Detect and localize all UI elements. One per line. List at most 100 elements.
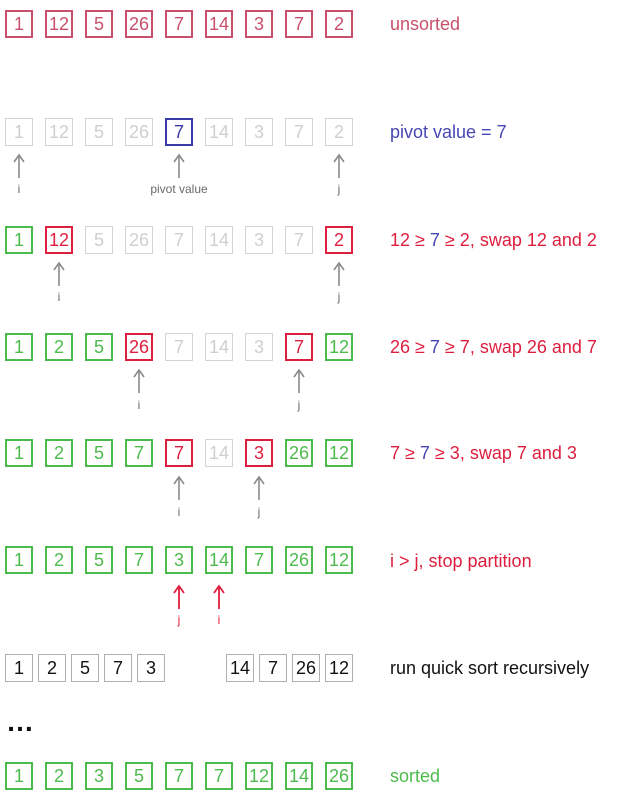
array-cell: 26 <box>285 439 313 467</box>
array-cell: 1 <box>5 226 33 254</box>
pointer-label-j: j <box>177 613 181 627</box>
array-cell: 5 <box>85 333 113 361</box>
arrow-up-icon <box>333 261 345 286</box>
array-cell: 26 <box>125 226 153 254</box>
array-cell: 7 <box>205 762 233 790</box>
pointer-label-j: j <box>297 398 301 412</box>
pointer-label-pivot: pivot value <box>150 182 208 196</box>
array-cell: 5 <box>85 118 113 146</box>
array-cell: 1 <box>5 10 33 38</box>
caption-part: 26 ≥ <box>390 337 430 357</box>
caption-part: 12 ≥ <box>390 230 430 250</box>
array-cell: 26 <box>292 654 320 682</box>
array-cell: 5 <box>71 654 99 682</box>
array-cell: 14 <box>285 762 313 790</box>
array-cell: 12 <box>325 546 353 574</box>
caption-part: ≥ 3, swap 7 and 3 <box>429 443 577 463</box>
row-caption-step-2: 26 ≥ 7 ≥ 7, swap 26 and 7 <box>390 337 597 358</box>
swap-cell: 3 <box>245 439 273 467</box>
arrow-up-icon <box>133 368 145 393</box>
row-caption-pivot: pivot value = 7 <box>390 122 507 142</box>
array-cell: 12 <box>325 654 353 682</box>
caption-part: ≥ 7, swap 26 and 7 <box>439 337 597 357</box>
array-cell: 7 <box>285 10 313 38</box>
array-cell: 5 <box>85 10 113 38</box>
arrow-up-icon <box>333 153 345 178</box>
pointer-label-j: j <box>257 505 261 519</box>
array-cell: 1 <box>5 762 33 790</box>
array-cell: 14 <box>205 118 233 146</box>
array-cell: 12 <box>325 333 353 361</box>
arrow-up-icon <box>173 475 185 500</box>
array-cell: 2 <box>45 333 73 361</box>
ellipsis: … <box>6 706 36 737</box>
array-cell: 14 <box>205 546 233 574</box>
array-cell: 2 <box>38 654 66 682</box>
array-cell: 3 <box>165 546 193 574</box>
array-cell: 12 <box>245 762 273 790</box>
arrow-up-icon <box>293 368 305 393</box>
array-cell: 1 <box>5 333 33 361</box>
array-cell: 7 <box>125 546 153 574</box>
array-cell: 3 <box>245 226 273 254</box>
array-cell: 3 <box>245 333 273 361</box>
row-caption-step-3: 7 ≥ 7 ≥ 3, swap 7 and 3 <box>390 443 577 464</box>
pointer-label-j: j <box>337 182 341 196</box>
array-cell: 2 <box>45 439 73 467</box>
array-cell: 1 <box>5 546 33 574</box>
array-cell: 7 <box>165 762 193 790</box>
array-cell: 26 <box>125 10 153 38</box>
array-cell: 3 <box>245 10 273 38</box>
caption-pivot: 7 <box>429 230 440 250</box>
array-cell: 7 <box>285 118 313 146</box>
arrow-up-icon <box>13 153 25 178</box>
array-cell: 7 <box>165 10 193 38</box>
swap-cell: 12 <box>45 226 73 254</box>
array-cell: 14 <box>205 439 233 467</box>
array-cell: 26 <box>325 762 353 790</box>
array-cell: 12 <box>45 10 73 38</box>
row-caption-unsorted: unsorted <box>390 14 461 34</box>
array-cell: 12 <box>325 439 353 467</box>
array-cell: 7 <box>125 439 153 467</box>
array-cell: 2 <box>45 762 73 790</box>
pointer-label-i: i <box>137 398 141 412</box>
pivot-cell: 7 <box>165 118 193 146</box>
array-cell: 5 <box>85 226 113 254</box>
pointer-label-i: i <box>17 182 21 196</box>
array-cell: 5 <box>85 546 113 574</box>
row-caption-step-4: i > j, stop partition <box>390 551 532 571</box>
caption-part: 7 ≥ <box>390 443 420 463</box>
arrow-up-icon <box>173 153 185 178</box>
row-caption-sorted: sorted <box>390 766 441 786</box>
array-cell: 5 <box>85 439 113 467</box>
array-cell: 7 <box>165 226 193 254</box>
array-cell: 26 <box>285 546 313 574</box>
array-cell: 2 <box>325 118 353 146</box>
pointer-label-j: j <box>337 290 341 304</box>
arrow-up-icon <box>253 475 265 500</box>
array-cell: 1 <box>5 118 33 146</box>
array-cell: 3 <box>137 654 165 682</box>
array-cell: 14 <box>205 226 233 254</box>
pointer-label-i: i <box>177 505 181 519</box>
array-cell: 5 <box>125 762 153 790</box>
array-cell: 14 <box>205 10 233 38</box>
swap-cell: 2 <box>325 226 353 254</box>
array-cell: 2 <box>325 10 353 38</box>
array-cell: 1 <box>5 654 33 682</box>
array-cell: 7 <box>259 654 287 682</box>
array-cell: 3 <box>85 762 113 790</box>
swap-cell: 7 <box>165 439 193 467</box>
row-caption-step-1: 12 ≥ 7 ≥ 2, swap 12 and 2 <box>390 230 597 251</box>
array-cell: 26 <box>125 118 153 146</box>
array-cell: 14 <box>226 654 254 682</box>
array-cell: 3 <box>245 118 273 146</box>
array-cell: 2 <box>45 546 73 574</box>
array-cell: 1 <box>5 439 33 467</box>
array-cell: 14 <box>205 333 233 361</box>
array-cell: 12 <box>45 118 73 146</box>
arrow-up-icon <box>213 584 225 609</box>
array-cell: 7 <box>165 333 193 361</box>
arrow-up-icon <box>173 584 185 609</box>
